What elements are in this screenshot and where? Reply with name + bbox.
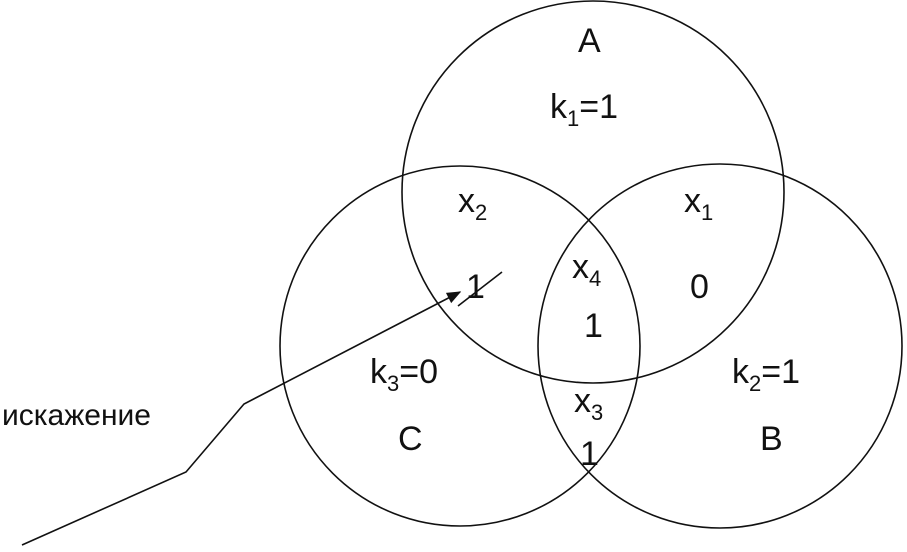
distortion-arrow xyxy=(21,291,462,546)
circle-a xyxy=(401,0,785,384)
region-x3-label: x3 xyxy=(574,382,603,425)
distortion-strike-line xyxy=(457,271,503,307)
region-x1-label: x1 xyxy=(684,182,713,225)
region-x1-bit: 0 xyxy=(690,268,709,306)
set-b-label: B xyxy=(760,420,783,458)
circle-c xyxy=(279,165,641,527)
region-x2-label: x2 xyxy=(458,182,487,225)
set-a-check-bit: k1=1 xyxy=(550,88,618,131)
set-b-check-bit: k2=1 xyxy=(732,353,800,396)
region-x4-bit: 1 xyxy=(584,307,603,345)
distortion-label: искажение xyxy=(2,399,151,432)
set-c-label: C xyxy=(398,420,423,458)
region-x4-label: x4 xyxy=(572,248,601,291)
set-c-check-bit: k3=0 xyxy=(370,353,438,396)
region-x3-bit: 1 xyxy=(580,435,599,473)
circle-b xyxy=(537,163,903,529)
set-a-label: A xyxy=(578,22,601,60)
